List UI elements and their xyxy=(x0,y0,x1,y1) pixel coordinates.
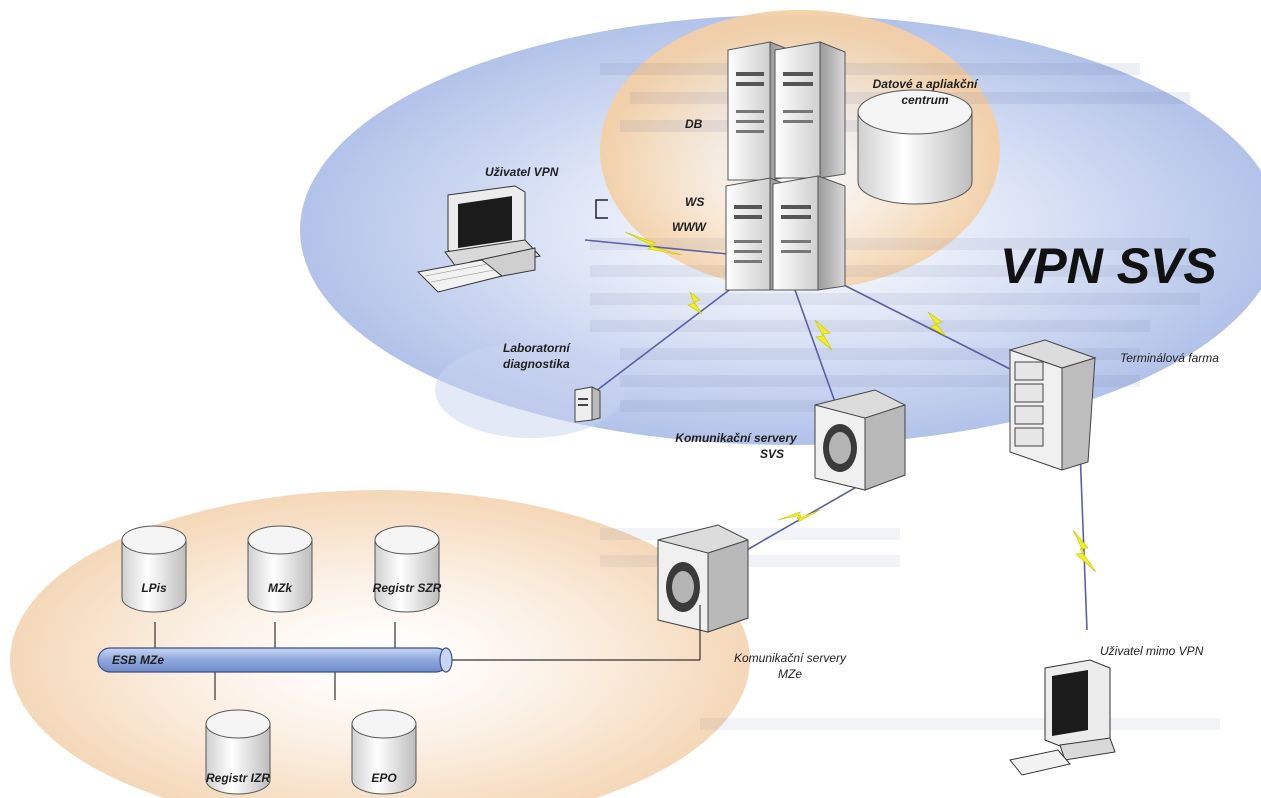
esb-bus xyxy=(97,605,701,700)
label-comm-svs-line2: SVS xyxy=(760,447,784,461)
link-lines xyxy=(584,239,1088,631)
label-terminal-farm: Terminálová farma xyxy=(1120,351,1219,365)
communication-server-mze-icon xyxy=(657,524,749,633)
label-registr-izr: Registr IZR xyxy=(206,771,270,785)
database-registr-izr-icon xyxy=(205,709,271,795)
label-ws: WS xyxy=(685,195,704,209)
label-datacenter-line1: Datové a apliakční xyxy=(873,77,979,91)
mze-zone xyxy=(10,490,750,798)
www-server-icon xyxy=(772,175,846,291)
terminal-farm-icon xyxy=(1008,339,1097,471)
vpn-title: VPN SVS xyxy=(1000,238,1217,294)
label-lab-line1: Laboratorní xyxy=(503,341,571,355)
label-comm-svs-line1: Komunikační servery xyxy=(675,431,798,445)
database-registr-szr-icon xyxy=(374,525,440,613)
database-mzk-icon xyxy=(247,525,313,613)
database-lpis-icon xyxy=(121,525,187,613)
label-epo: EPO xyxy=(371,771,397,785)
small-server-icon xyxy=(574,386,601,423)
lightning-link-icon xyxy=(624,231,1097,573)
label-esb: ESB MZe xyxy=(112,653,164,667)
outside-user-computer-icon xyxy=(1009,659,1116,776)
label-datacenter-line2: centrum xyxy=(901,93,949,107)
label-lpis: LPis xyxy=(141,581,167,595)
label-comm-mze-line2: MZe xyxy=(778,667,802,681)
label-registr-szr: Registr SZR xyxy=(373,581,442,595)
label-lab-line2: diagnostika xyxy=(503,357,570,371)
label-comm-mze-line1: Komunikační servery xyxy=(734,651,847,665)
label-db: DB xyxy=(685,117,703,131)
label-user-vpn: Uživatel VPN xyxy=(485,165,559,179)
label-user-outside: Uživatel mimo VPN xyxy=(1100,644,1204,658)
label-mzk: MZk xyxy=(268,581,293,595)
workstation-computer-icon xyxy=(416,185,541,293)
db-server-icon-2 xyxy=(774,41,846,179)
bracket-mark xyxy=(595,199,608,219)
database-cylinder-icon xyxy=(857,89,973,205)
communication-server-icon xyxy=(814,389,906,491)
database-epo-icon xyxy=(351,709,417,795)
label-www: WWW xyxy=(672,220,708,234)
